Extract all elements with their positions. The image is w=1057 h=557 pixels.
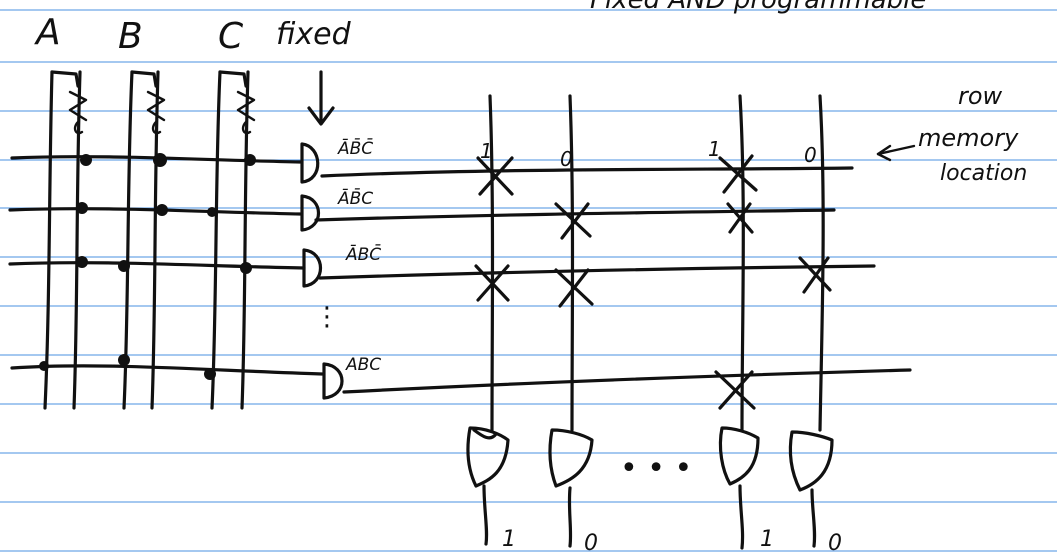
input-label-a: A bbox=[34, 12, 61, 53]
top-bit-3: 0 bbox=[804, 143, 817, 167]
or-plane-connections bbox=[474, 154, 832, 410]
horizontal-ellipsis: • • • bbox=[620, 451, 692, 486]
or-plane-rows bbox=[314, 166, 912, 394]
input-lines bbox=[43, 70, 250, 410]
inverter-glyphs bbox=[68, 90, 256, 135]
row-note-line-1: row bbox=[958, 82, 1003, 110]
or-plane-columns bbox=[488, 94, 825, 432]
output-lines bbox=[482, 484, 817, 550]
top-note-label: Fixed AND programmable bbox=[590, 0, 926, 15]
row-note-line-3: location bbox=[940, 161, 1027, 186]
or-gates bbox=[466, 426, 834, 492]
fixed-label: fixed bbox=[276, 17, 352, 52]
output-bit-3: 0 bbox=[828, 531, 842, 556]
input-label-b: B bbox=[118, 16, 143, 57]
row-note-line-2: memory bbox=[918, 124, 1019, 152]
output-bit-1: 0 bbox=[584, 531, 598, 556]
row-note-arrow bbox=[876, 144, 916, 162]
and-plane-rows bbox=[8, 155, 324, 376]
top-bit-2: 1 bbox=[708, 137, 721, 161]
minterm-label-1: ĀB̄C bbox=[337, 187, 373, 209]
minterm-label-0: ĀB̄C̄ bbox=[337, 137, 373, 159]
fixed-arrow bbox=[307, 70, 335, 126]
top-bit-1: 0 bbox=[560, 147, 573, 171]
and-gates bbox=[300, 142, 344, 400]
output-bit-0: 1 bbox=[502, 527, 516, 552]
ruled-lines bbox=[0, 9, 1057, 552]
vertical-ellipsis: ⋮ bbox=[314, 302, 340, 332]
minterm-label-2: ĀBC̄ bbox=[345, 243, 381, 265]
minterm-label-3: ABC bbox=[345, 355, 381, 375]
output-bit-2: 1 bbox=[760, 527, 774, 552]
and-plane-dots bbox=[39, 153, 256, 380]
top-bit-0: 1 bbox=[480, 139, 493, 163]
input-label-c: C bbox=[218, 16, 244, 57]
